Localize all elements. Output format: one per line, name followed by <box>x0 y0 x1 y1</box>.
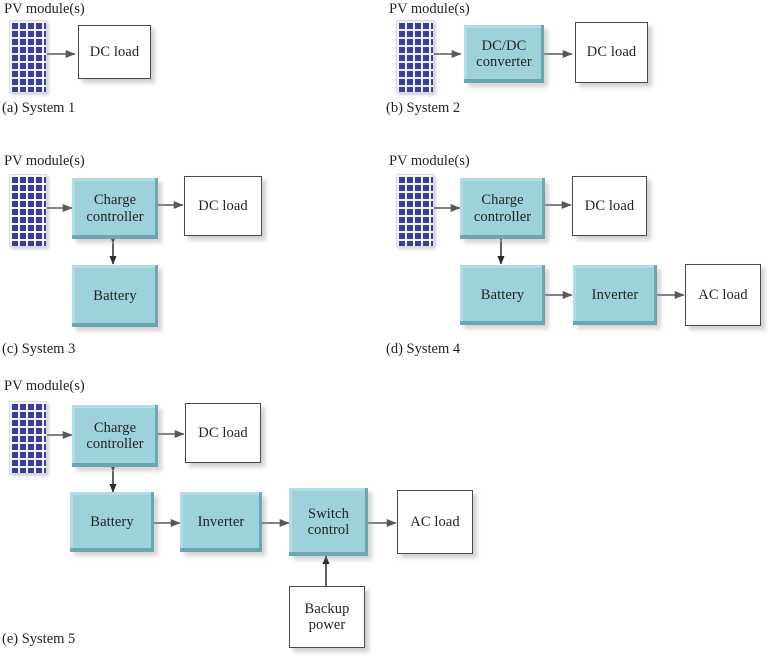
ac-load-label-s4: AC load <box>698 286 748 303</box>
battery-label-s3: Battery <box>93 287 137 304</box>
charge-controller-label-line1: Charge <box>93 192 137 209</box>
charge-controller-label-line1-s5: Charge <box>93 419 137 436</box>
dc-load-label-s4: DC load <box>584 197 635 214</box>
charge-controller-label-line1-s4: Charge <box>481 192 524 209</box>
pv-module-s5[interactable] <box>9 401 47 474</box>
switch-control-box-s5[interactable]: Switch control <box>289 488 368 556</box>
charge-controller-box-s4[interactable]: Charge controller <box>460 178 545 239</box>
battery-box-s3[interactable]: Battery <box>72 265 158 327</box>
battery-box-s4[interactable]: Battery <box>460 265 545 325</box>
battery-label-s4: Battery <box>480 286 525 303</box>
switch-control-label-line1: Switch <box>308 505 349 522</box>
system-3-group: PV module(s) Charge controller DC load B… <box>0 150 384 365</box>
dc-load-box-s1[interactable]: DC load <box>78 25 151 79</box>
pv-module-label-s1: PV module(s) <box>4 1 85 17</box>
backup-power-label-line1: Backup <box>304 600 350 617</box>
caption-system-5: (e) System 5 <box>2 631 76 647</box>
dc-load-label-s3: DC load <box>198 197 248 214</box>
dc-load-label-s1: DC load <box>89 43 140 60</box>
dcdc-converter-label-line2: converter <box>476 54 532 70</box>
dc-load-box-s4[interactable]: DC load <box>572 176 647 236</box>
inverter-box-s4[interactable]: Inverter <box>573 265 657 325</box>
pv-module-s3[interactable] <box>9 174 47 247</box>
pv-module-label-s2: PV module(s) <box>389 1 470 17</box>
caption-system-3: (c) System 3 <box>2 341 76 357</box>
charge-controller-box-s5[interactable]: Charge controller <box>72 405 158 467</box>
pv-module-s2[interactable] <box>396 20 434 93</box>
caption-system-4: (d) System 4 <box>386 341 461 357</box>
pv-module-s1[interactable] <box>9 20 47 93</box>
dcdc-converter-box-s2[interactable]: DC/DC converter <box>464 25 544 83</box>
inverter-label-s4: Inverter <box>591 286 639 303</box>
charge-controller-label-line2-s5: controller <box>86 436 144 452</box>
backup-power-box-s5[interactable]: Backup power <box>289 586 365 648</box>
system-4-group: PV module(s) Charge controller DC load B… <box>384 150 768 365</box>
dc-load-label-s2: DC load <box>586 44 637 61</box>
inverter-box-s5[interactable]: Inverter <box>180 492 262 552</box>
backup-power-label-line2: power <box>308 617 346 633</box>
charge-controller-label-line2-s4: controller <box>473 208 532 225</box>
dc-load-box-s2[interactable]: DC load <box>575 22 648 83</box>
system-5-group: PV module(s) Charge controller DC load B… <box>0 378 520 656</box>
charge-controller-label-line2: controller <box>86 208 144 225</box>
ac-load-label-s5: AC load <box>410 513 460 530</box>
switch-control-label-line2: control <box>307 522 350 538</box>
charge-controller-box-s3[interactable]: Charge controller <box>72 178 158 239</box>
pv-module-label-s5: PV module(s) <box>4 378 85 394</box>
dc-load-box-s5[interactable]: DC load <box>185 403 261 463</box>
pv-module-label-s3: PV module(s) <box>4 153 85 169</box>
caption-system-1: (a) System 1 <box>2 100 76 116</box>
battery-box-s5[interactable]: Battery <box>70 492 154 552</box>
ac-load-box-s4[interactable]: AC load <box>685 264 761 326</box>
dc-load-box-s3[interactable]: DC load <box>184 176 262 236</box>
system-2-group: PV module(s) DC/DC converter DC load (b)… <box>384 0 768 130</box>
system-1-group: PV module(s) DC load (a) System 1 <box>0 0 384 130</box>
caption-system-2: (b) System 2 <box>386 100 461 116</box>
dcdc-converter-label-line1: DC/DC <box>481 37 527 54</box>
pv-module-label-s4: PV module(s) <box>389 153 470 169</box>
pv-module-s4[interactable] <box>396 174 434 247</box>
inverter-label-s5: Inverter <box>197 513 245 530</box>
ac-load-box-s5[interactable]: AC load <box>397 490 473 554</box>
dc-load-label-s5: DC load <box>198 424 248 441</box>
battery-label-s5: Battery <box>90 513 134 530</box>
